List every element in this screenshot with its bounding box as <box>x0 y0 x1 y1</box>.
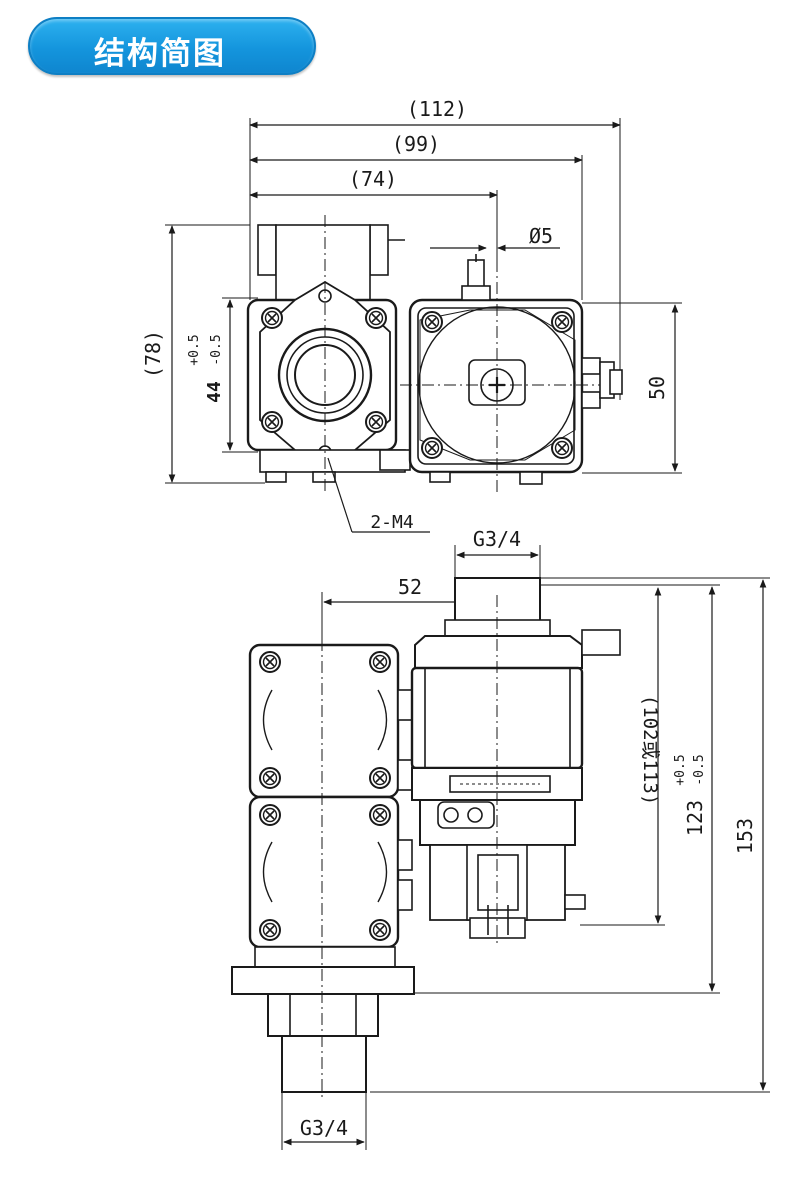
dim-44: 44 <box>204 381 225 403</box>
dim-102-113: (102或113) <box>639 695 661 806</box>
dim-99: (99) <box>392 132 440 156</box>
dim-52: 52 <box>398 575 422 599</box>
dim-123-tol-plus: +0.5 <box>673 754 688 785</box>
dim-44-tol-plus: +0.5 <box>187 334 202 365</box>
section-title: 结构简图 <box>94 36 226 72</box>
dim-dia-5: Ø5 <box>529 224 553 248</box>
dim-44-tol-minus: -0.5 <box>209 334 224 365</box>
dim-50: 50 <box>645 376 669 400</box>
top-view <box>165 118 682 533</box>
dim-78: (78) <box>141 330 165 378</box>
dim-153: 153 <box>733 818 757 854</box>
dim-g34-top: G3/4 <box>473 527 521 551</box>
front-view <box>231 545 770 1150</box>
dim-123: 123 <box>683 800 707 836</box>
dim-74: (74) <box>349 167 397 191</box>
dim-g34-bottom: G3/4 <box>300 1116 348 1140</box>
section-title-badge: 结构简图 <box>28 17 316 75</box>
dim-123-tol-minus: -0.5 <box>692 754 707 785</box>
label-2-m4: 2-M4 <box>370 512 413 533</box>
dim-112: (112) <box>407 97 467 121</box>
